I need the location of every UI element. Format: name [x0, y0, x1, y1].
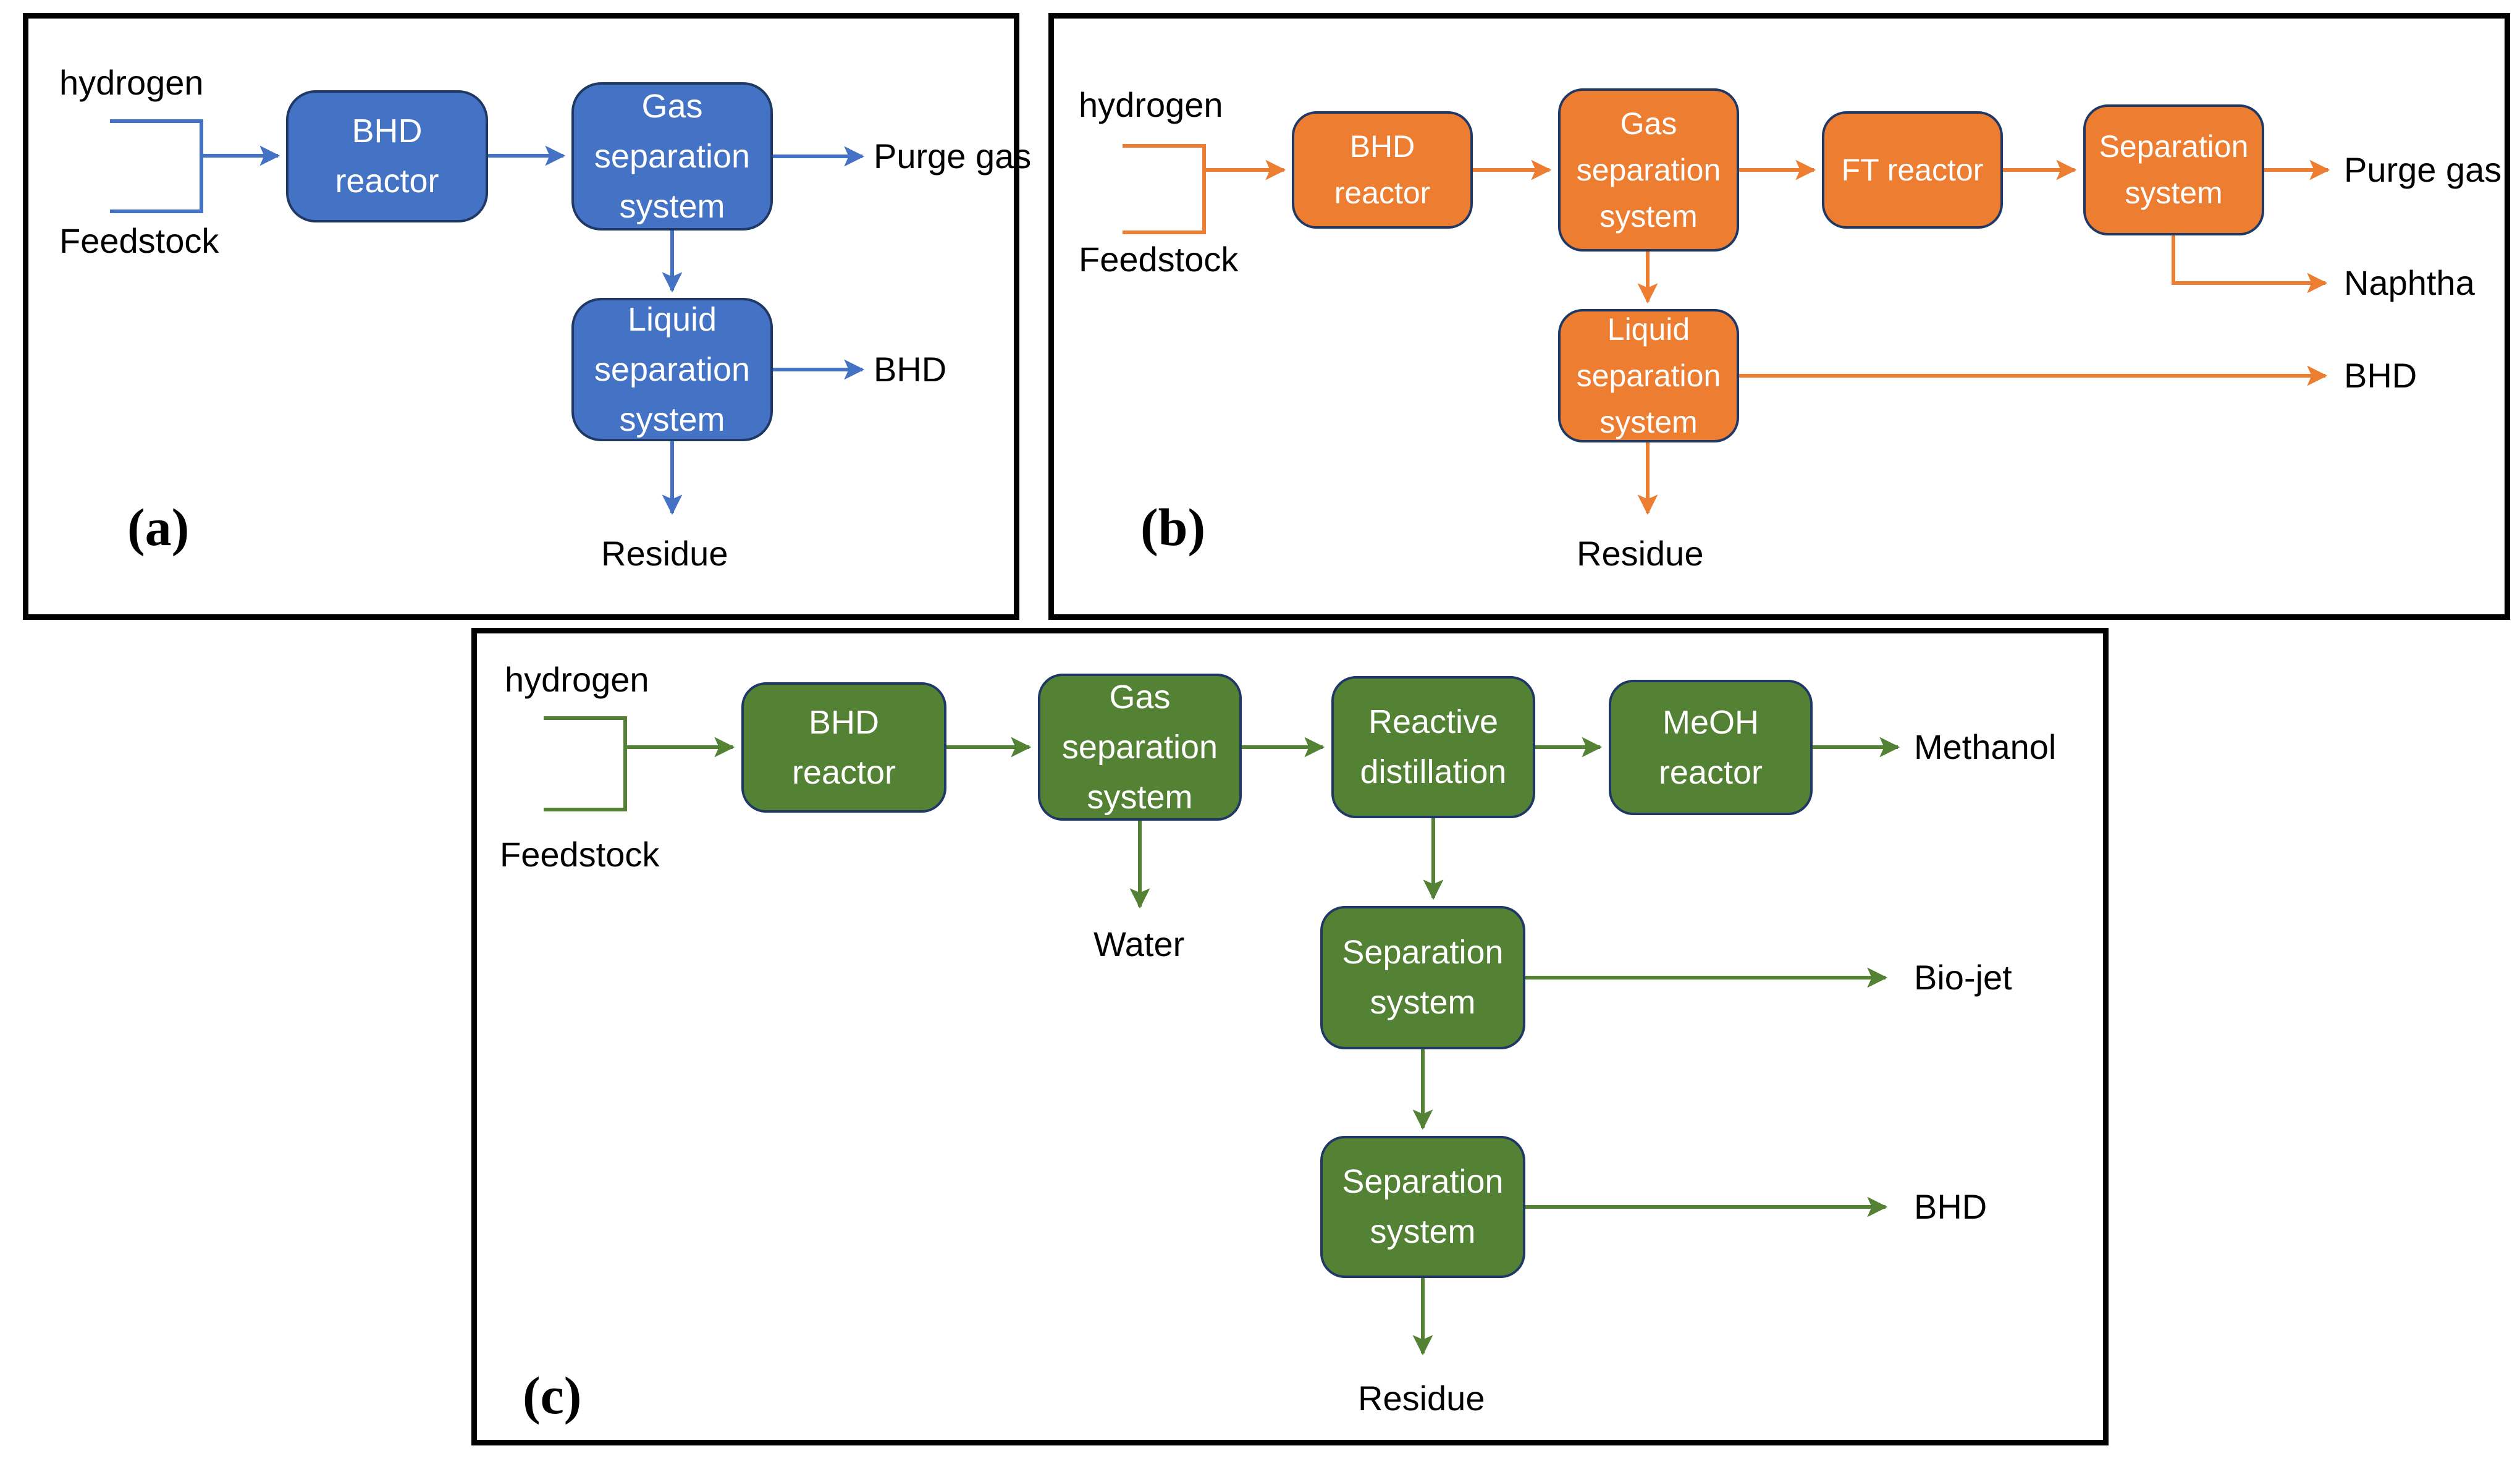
node-bhd-reactor: BHD reactor [741, 682, 946, 813]
node-label-line: Liquid [1607, 311, 1690, 347]
bhd-label: BHD [2344, 356, 2417, 395]
wires-a [110, 119, 865, 515]
panel-letter-b: (b) [1140, 497, 1206, 557]
arrow-separation-to-naphtha [2172, 235, 2328, 294]
feed-bracket [110, 119, 203, 213]
feed-bracket [1123, 144, 1206, 234]
node-label-line: Liquid [627, 300, 717, 338]
node-label-line: BHD [808, 703, 879, 741]
node-label-line: Gas [1109, 678, 1171, 716]
node-label-line: system [1087, 778, 1193, 816]
node-label-line: system [1370, 984, 1476, 1021]
node-label-line: separation [594, 350, 751, 388]
feedstock-label: Feedstock [500, 835, 660, 874]
residue-label: Residue [601, 534, 728, 573]
node-bhd-reactor: BHD reactor [1292, 111, 1473, 229]
panel-c: hydrogen Feedstock BHD reactor Gas separ… [471, 628, 2109, 1445]
node-label-line: Gas [641, 87, 703, 125]
purge-gas-label: Purge gas [2344, 150, 2502, 189]
methanol-label: Methanol [1914, 727, 2057, 766]
node-bhd-reactor: BHD reactor [286, 90, 488, 222]
node-label-line: system [1599, 404, 1698, 439]
node-label-line: system [1370, 1213, 1476, 1250]
node-label-line: separation [1576, 358, 1721, 393]
node-separation-system-1: Separation system [1320, 906, 1525, 1049]
panel-b: hydrogen Feedstock BHD reactor Gas separ… [1048, 13, 2510, 620]
node-separation-system: Separation system [2083, 104, 2264, 235]
node-label-line: MeOH [1662, 703, 1759, 741]
node-gas-separation-system: Gas separation system [1038, 674, 1242, 821]
bhd-label: BHD [1914, 1187, 1987, 1226]
node-label-line: Separation [1342, 934, 1504, 971]
residue-label: Residue [1577, 534, 1704, 573]
node-gas-separation-system: Gas separation system [1558, 88, 1739, 252]
node-label-line: Separation [2099, 129, 2249, 164]
node-liquid-separation-system: Liquid separation system [571, 298, 773, 441]
hydrogen-label: hydrogen [1079, 85, 1223, 124]
node-label-line: reactor [1334, 176, 1431, 210]
wires-b [1123, 144, 2330, 515]
node-liquid-separation-system: Liquid separation system [1558, 309, 1739, 442]
node-label-line: reactor [791, 753, 896, 791]
node-label-line: reactor [1658, 753, 1763, 791]
water-label: Water [1094, 925, 1185, 963]
node-label-line: system [1599, 198, 1698, 234]
panel-letter-c: (c) [523, 1366, 582, 1425]
bhd-label: BHD [874, 350, 947, 389]
residue-label: Residue [1358, 1379, 1485, 1418]
node-label-line: system [2125, 176, 2223, 210]
node-label-line: BHD [1349, 129, 1415, 164]
node-label-line: distillation [1360, 753, 1507, 790]
node-meoh-reactor: MeOH reactor [1609, 680, 1813, 815]
node-gas-separation-system: Gas separation system [571, 82, 773, 231]
node-label-line: reactor [335, 163, 439, 200]
node-label-line: FT reactor [1841, 152, 1984, 187]
feedstock-label: Feedstock [1079, 240, 1239, 279]
biojet-label: Bio-jet [1914, 958, 2012, 997]
node-label-line: BHD [352, 112, 423, 150]
node-ft-reactor: FT reactor [1822, 111, 2003, 229]
panel-letter-a: (a) [127, 497, 190, 557]
node-label-line: Separation [1342, 1163, 1504, 1200]
feed-bracket [544, 716, 627, 811]
panel-a: hydrogen Feedstock BHD reactor Gas separ… [23, 13, 1031, 620]
node-reactive-distillation: Reactive distillation [1331, 676, 1535, 818]
node-label-line: separation [1061, 728, 1218, 766]
purge-gas-label: Purge gas [874, 137, 1032, 176]
wires-c [544, 716, 1900, 1356]
node-separation-system-2: Separation system [1320, 1136, 1525, 1278]
node-label-line: system [619, 400, 725, 438]
hydrogen-label: hydrogen [505, 660, 649, 699]
node-label-line: separation [1576, 152, 1721, 187]
naphtha-label: Naphtha [2344, 263, 2475, 302]
feedstock-label: Feedstock [59, 221, 219, 260]
node-label-line: system [619, 187, 725, 225]
hydrogen-label: hydrogen [59, 63, 204, 102]
node-label-line: separation [594, 137, 751, 175]
node-label-line: Reactive [1368, 703, 1499, 740]
node-label-line: Gas [1620, 106, 1677, 141]
